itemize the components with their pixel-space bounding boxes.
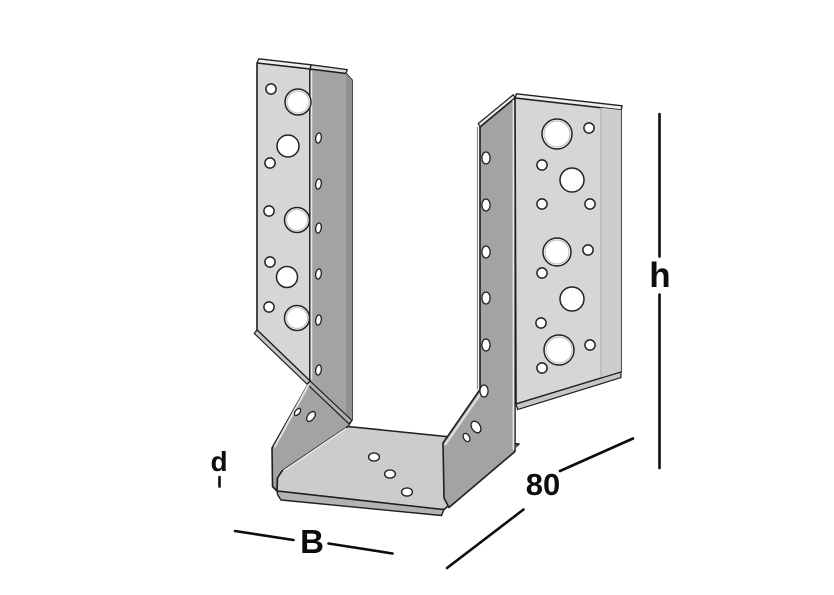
side-hole — [481, 338, 491, 352]
right-wall-holes — [462, 151, 491, 443]
small-hole — [582, 244, 594, 256]
dimension-h: h — [649, 112, 671, 470]
seat-hole — [383, 469, 397, 479]
side-hole — [481, 245, 491, 259]
large-hole — [283, 206, 311, 234]
side-hole — [314, 364, 323, 376]
seat-front-edge — [276, 490, 445, 517]
small-hole — [265, 83, 277, 95]
small-hole — [264, 157, 276, 169]
small-hole — [536, 362, 548, 374]
right-chamfer-highlight — [444, 391, 483, 446]
small-hole — [536, 159, 548, 171]
large-hole — [276, 134, 300, 158]
side-hole — [314, 222, 323, 234]
large-hole — [559, 286, 585, 312]
large-hole — [283, 304, 311, 332]
dimension-label-80: 80 — [526, 467, 560, 502]
small-hole — [536, 267, 548, 279]
left-flange-holes — [263, 83, 312, 332]
dimension-annotations: h 80 B d — [210, 112, 671, 570]
side-hole — [481, 151, 491, 165]
hole-inner-ring — [544, 239, 570, 265]
side-hole — [462, 432, 471, 443]
right-flange-holes — [535, 118, 596, 374]
left-fold-bottom-edge — [306, 380, 353, 425]
seat-hole — [367, 452, 381, 462]
side-hole — [305, 410, 317, 423]
large-hole — [542, 237, 572, 267]
side-hole — [314, 178, 323, 190]
dimension-line-80-lower — [445, 508, 525, 570]
large-hole — [559, 167, 585, 193]
hole-inner-ring — [285, 306, 309, 330]
left-chamfer-highlight — [273, 383, 310, 448]
small-hole — [583, 122, 595, 134]
left-wall-holes — [293, 132, 323, 423]
side-hole — [479, 384, 489, 398]
dimension-80: 80 — [445, 437, 635, 570]
seat-left-bend-highlight — [283, 427, 347, 472]
dimension-line-80-upper — [558, 437, 635, 473]
seat-hole — [400, 487, 414, 497]
large-hole — [284, 88, 312, 116]
dimension-label-B: B — [300, 523, 324, 560]
side-hole — [314, 132, 323, 144]
right-flange-outer-strip — [601, 107, 621, 379]
side-hole — [314, 314, 323, 326]
small-hole — [584, 198, 596, 210]
dimension-line-B-right — [327, 542, 394, 555]
hole-inner-ring — [543, 120, 571, 148]
side-hole — [470, 420, 482, 434]
small-hole — [264, 256, 276, 268]
side-hole — [481, 291, 491, 305]
hole-inner-ring — [545, 336, 573, 364]
side-hole — [293, 407, 302, 417]
small-hole — [535, 317, 547, 329]
small-hole — [584, 339, 596, 351]
side-hole — [314, 268, 323, 280]
large-hole — [543, 334, 575, 366]
dimension-label-h: h — [649, 256, 670, 295]
large-hole — [275, 265, 299, 289]
hole-inner-ring — [286, 90, 310, 114]
dimension-d: d — [210, 446, 228, 488]
hole-inner-ring — [285, 208, 309, 232]
side-hole — [481, 198, 491, 212]
right-flange-bottom-edge — [515, 371, 622, 411]
small-hole — [263, 301, 275, 313]
seat-holes — [367, 452, 414, 497]
small-hole — [263, 205, 275, 217]
left-wall-thickness-sliver — [346, 73, 352, 426]
small-hole — [536, 198, 548, 210]
dimension-label-d: d — [210, 446, 227, 477]
dimension-B: B — [233, 523, 394, 560]
dimension-line-B-left — [233, 529, 295, 542]
large-hole — [541, 118, 573, 150]
